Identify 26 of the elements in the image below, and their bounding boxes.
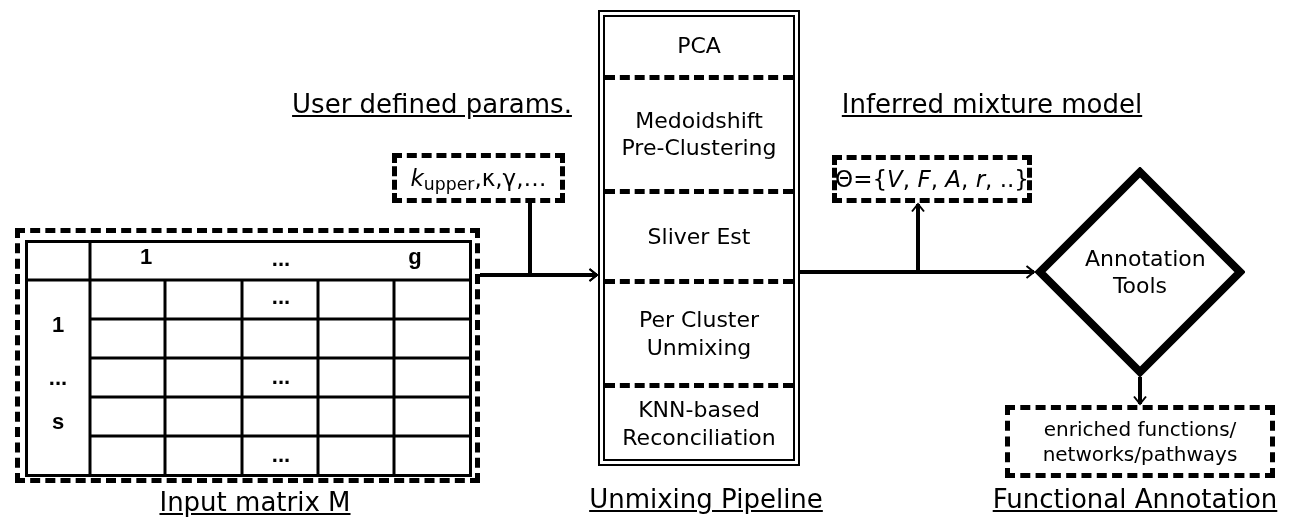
matrix-label: ...	[271, 248, 291, 270]
stage-label: Per Cluster Unmixing	[637, 306, 761, 362]
stage-label: KNN-based Reconciliation	[621, 396, 777, 452]
heading: Input matrix M	[159, 486, 351, 519]
stage-label: Medoidshift Pre-Clustering	[620, 106, 778, 162]
matrix-label: ...	[271, 444, 291, 466]
matrix-label: ...	[271, 366, 291, 388]
stage-label: PCA	[677, 32, 721, 60]
box-label: k$_{upper}$,κ,γ,…	[410, 163, 547, 193]
diamond-label: Annotation Tools	[1085, 245, 1206, 298]
arrow	[800, 203, 925, 274]
matrix-label: ...	[271, 286, 291, 308]
stage-label: Sliver Est	[647, 222, 751, 251]
heading: Unmixing Pipeline	[589, 483, 823, 516]
box-label: Θ={V, F, A, r, ..}	[835, 164, 1029, 194]
arrow	[1133, 377, 1147, 405]
arrow	[528, 203, 598, 282]
matrix-label: ...	[48, 367, 68, 389]
heading: Inferred mixture model	[841, 88, 1143, 121]
box-label: enriched functions/ networks/pathways	[1041, 416, 1239, 467]
heading: Functional Annotation	[992, 483, 1278, 516]
matrix-label: 1	[139, 246, 153, 268]
matrix-label: 1	[51, 314, 65, 336]
matrix-label: g	[408, 246, 422, 268]
matrix-label: s	[51, 411, 65, 433]
heading: User defined params.	[292, 88, 572, 121]
